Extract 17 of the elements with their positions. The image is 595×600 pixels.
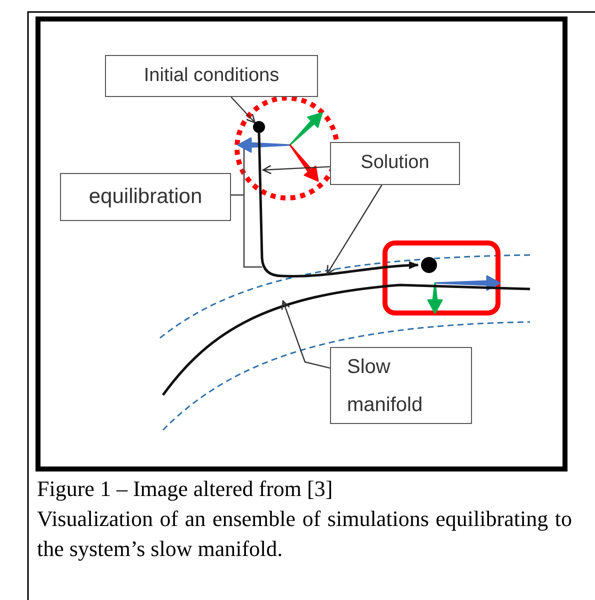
callout-text: Initial conditions <box>144 64 280 88</box>
callout-box <box>60 173 231 221</box>
callout-text: Slow manifold <box>347 354 424 418</box>
slow-manifold-curve <box>162 284 530 396</box>
callout-box <box>330 142 460 185</box>
end-point <box>421 257 437 273</box>
start-point <box>253 121 265 133</box>
leader-line <box>262 164 330 174</box>
callout-text: Solution <box>360 151 430 176</box>
figure-caption: Figure 1 – Image altered from [3] <box>37 476 334 502</box>
callout-text: equilibration <box>88 184 202 210</box>
caption-text: Visualization of an ensemble of simulations equilibrating to the system’s slow manifold. <box>37 505 572 563</box>
callout-box <box>105 55 318 97</box>
leader-line <box>230 96 256 124</box>
leader-line <box>281 300 330 369</box>
leader-line <box>326 184 382 275</box>
callout-box <box>330 347 472 424</box>
